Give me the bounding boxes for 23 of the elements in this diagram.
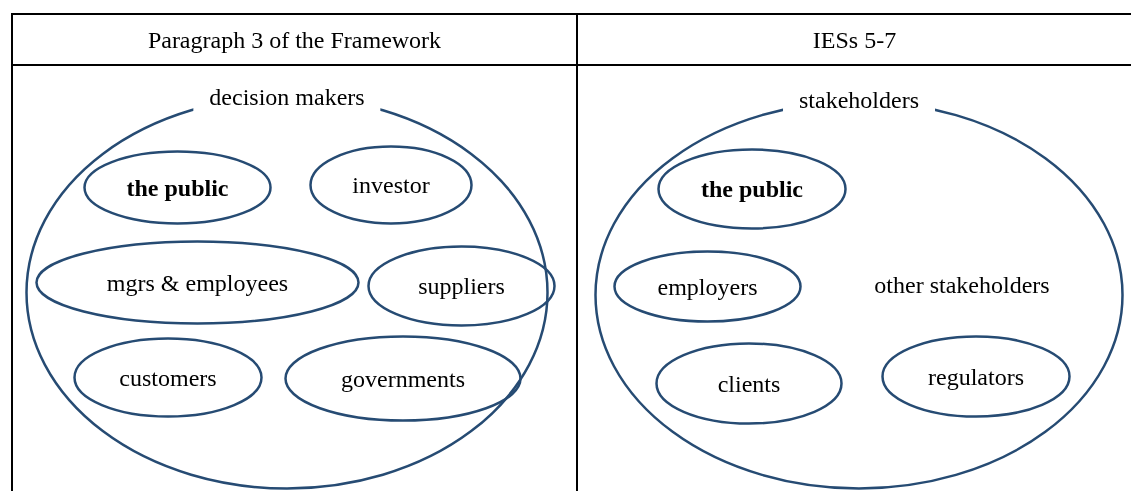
column-header: IESs 5-7 — [812, 25, 897, 55]
ellipse-node — [881, 335, 1071, 418]
ellipse-node — [73, 337, 263, 418]
ellipse-node — [35, 240, 360, 325]
node-label: regulators — [928, 362, 1024, 392]
ellipse-node — [367, 245, 556, 327]
ellipse-node — [83, 150, 272, 225]
column-header: Paragraph 3 of the Framework — [147, 25, 442, 55]
node-label: customers — [119, 363, 217, 393]
ellipse-node — [655, 342, 843, 425]
ellipse-node — [613, 250, 802, 323]
ellipse-node — [284, 335, 522, 422]
ellipse-node — [309, 145, 473, 225]
node-label: employers — [657, 272, 758, 302]
node-label: the public — [701, 175, 803, 204]
node-label: the public — [126, 173, 229, 203]
ellipse-node — [657, 148, 847, 230]
node-label: mgrs & employees — [106, 268, 289, 298]
node-label: investor — [352, 171, 430, 200]
node-label: clients — [717, 369, 781, 399]
group-note: other stakeholders — [873, 271, 1051, 300]
node-label: governments — [341, 364, 465, 394]
node-label: suppliers — [418, 272, 505, 301]
